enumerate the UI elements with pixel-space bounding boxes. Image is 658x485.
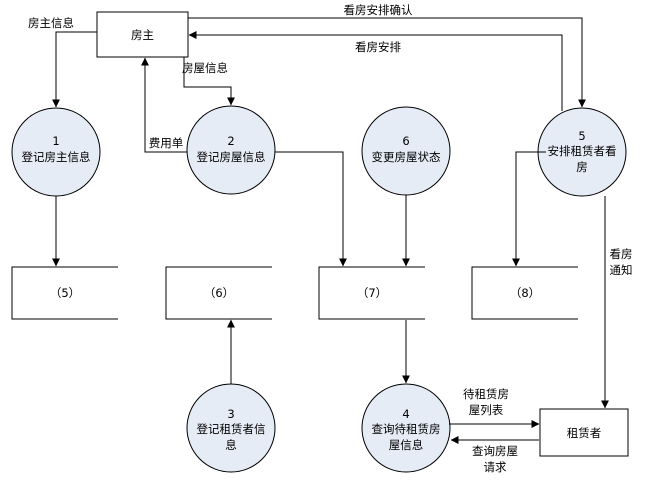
process-2-label: 登记房屋信息 [197,150,266,164]
entity-landlord[interactable]: 房主 [96,11,189,58]
data-store-5-label: （5） [50,286,80,300]
flow-label-viewing-notice-line2: 通知 [610,263,633,277]
process-1[interactable]: 1 登记房主信息 [11,107,101,197]
process-5[interactable]: 5 安排租赁者看 房 [537,107,627,197]
entity-tenant[interactable]: 租赁者 [539,408,629,457]
data-store-6-label: （6） [204,286,234,300]
process-2-number: 2 [227,134,234,148]
data-store-6[interactable]: （6） [165,266,272,320]
process-4-number: 4 [402,407,409,421]
data-store-5[interactable]: （5） [11,266,118,320]
flow-landlord-to-process-2 [183,57,235,106]
process-6[interactable]: 6 变更房屋状态 [361,106,451,196]
flow-label-viewing-confirm: 看房安排确认 [344,3,413,17]
process-3[interactable]: 3 登记租赁者信 息 [186,383,276,473]
process-6-label: 变更房屋状态 [372,150,441,164]
flow-label-fee-bill: 费用单 [149,136,184,150]
flow-landlord-to-process-5 [188,17,586,108]
flow-label-viewing-arrange: 看房安排 [355,40,401,54]
flow-process-2-to-store-7 [275,151,347,267]
process-5-number: 5 [578,129,585,143]
process-3-number: 3 [227,407,234,421]
data-store-8-label: （8） [510,286,540,300]
data-store-8[interactable]: （8） [471,266,578,320]
process-3-label-line2: 息 [225,438,237,452]
flow-label-query-request-line2: 请求 [484,460,507,474]
flow-label-viewing-notice-line1: 看房 [610,247,633,261]
flow-process-5-to-store-8 [512,151,546,267]
process-5-label-line2: 房 [576,160,588,174]
data-store-7-label: （7） [357,286,387,300]
process-1-label: 登记房主信息 [22,150,91,164]
process-6-number: 6 [402,134,409,148]
process-4[interactable]: 4 查询待租赁房 屋信息 [361,383,451,473]
process-4-label-line2: 屋信息 [389,438,424,452]
process-2[interactable]: 2 登记房屋信息 [186,105,276,195]
process-1-number: 1 [52,134,59,148]
process-4-label-line1: 查询待租赁房 [372,422,441,436]
flow-label-query-request-line1: 查询房屋 [472,444,518,458]
flow-label-landlord-info: 房主信息 [28,16,74,30]
process-5-label-line1: 安排租赁者看 [548,144,617,158]
flow-label-pending-list-line2: 屋列表 [469,403,504,417]
flow-process-5-to-landlord [188,31,563,111]
flow-process-2-to-landlord [141,57,187,153]
data-store-7[interactable]: （7） [318,266,425,320]
entity-landlord-label: 房主 [131,28,154,42]
flow-label-house-info: 房屋信息 [182,61,228,75]
entity-tenant-label: 租赁者 [567,426,602,440]
flow-label-pending-list-line1: 待租赁房 [463,387,509,401]
process-3-label-line1: 登记租赁者信 [197,422,266,436]
flow-landlord-to-process-1 [52,31,97,108]
